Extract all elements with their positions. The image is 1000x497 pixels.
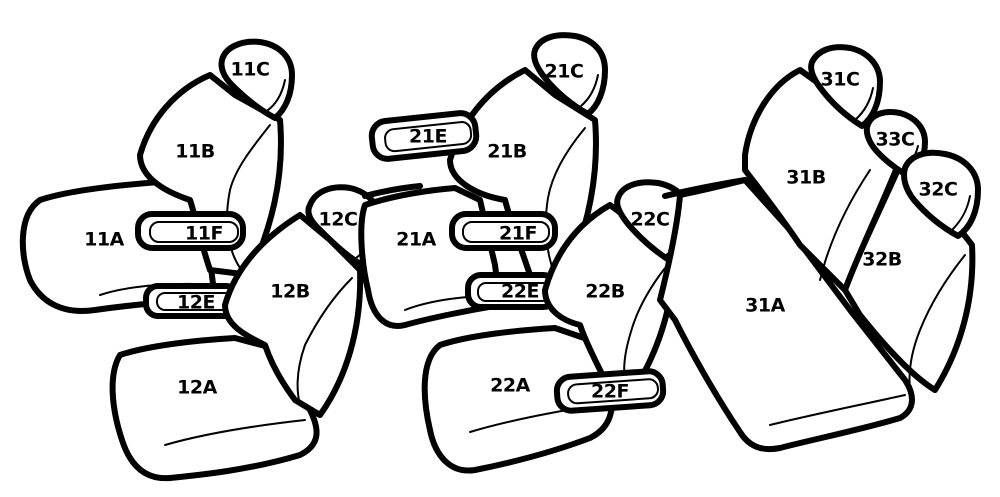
label-12e: 12E	[177, 292, 215, 314]
armrest-22f[interactable]	[553, 368, 667, 414]
cushion-12a-seam	[164, 419, 306, 446]
armrest-22f-seam	[567, 378, 659, 405]
label-12b: 12B	[270, 281, 309, 303]
seat-21: 21C 21E 21B 21A 21F 22E	[358, 32, 608, 329]
armrest-11f-seam	[149, 221, 239, 243]
label-11a: 11A	[84, 229, 124, 251]
label-21b: 21B	[487, 141, 526, 163]
backrest-21b-seam	[544, 127, 586, 276]
seat-3x-bench: 31C 33C 31B 32C 32B 31A	[657, 44, 981, 453]
headrest-31c-seam	[854, 87, 874, 121]
label-11f: 11F	[185, 223, 223, 245]
label-21e: 21E	[409, 126, 447, 148]
backrest-32b-seam	[908, 254, 966, 391]
label-12c: 12C	[319, 209, 358, 231]
cushion-22a[interactable]	[421, 325, 615, 474]
connector-line-group1-group2	[362, 183, 423, 199]
label-32c: 32C	[919, 179, 958, 201]
label-22f: 22F	[591, 381, 629, 403]
headrest-32c-seam	[951, 195, 971, 231]
headrest-21c[interactable]	[531, 32, 608, 117]
seat-11: 11C 11B 11A 11F 12E	[19, 38, 295, 319]
label-21c: 21C	[545, 61, 584, 83]
label-22e: 22E	[501, 281, 539, 303]
seat-12: 12C 12B 12A	[109, 184, 383, 482]
label-12a: 12A	[177, 377, 217, 399]
headrest-31c[interactable]	[808, 44, 883, 129]
label-21a: 21A	[396, 229, 436, 251]
label-22b: 22B	[585, 281, 624, 303]
armrest-21e-seam	[384, 121, 473, 153]
connector-line-group2-group3	[662, 177, 748, 199]
label-22a: 22A	[490, 375, 530, 397]
armrest-21f-seam	[462, 221, 550, 243]
cushion-31a-seam	[769, 394, 906, 426]
backrest-12b-seam	[296, 277, 353, 406]
backrest-12b[interactable]	[222, 212, 364, 418]
label-33c: 33C	[876, 129, 915, 151]
cushion-12a[interactable]	[109, 335, 320, 482]
label-11b: 11B	[175, 141, 214, 163]
backrest-22b-seam	[623, 267, 666, 381]
cushion-31a[interactable]	[657, 177, 915, 453]
backrest-22b[interactable]	[542, 202, 678, 383]
label-22c: 22C	[631, 209, 670, 231]
headrest-21c-seam	[580, 74, 599, 107]
backrest-31b-seam	[819, 169, 871, 281]
label-32b: 32B	[862, 249, 901, 271]
headrest-11c[interactable]	[218, 38, 295, 121]
label-31c: 31C	[821, 69, 860, 91]
label-31b: 31B	[786, 167, 825, 189]
headrest-32c[interactable]	[901, 149, 981, 239]
headrest-11c-seam	[267, 79, 286, 111]
label-31a: 31A	[745, 295, 785, 317]
armrest-21e[interactable]	[368, 110, 480, 162]
label-11c: 11C	[231, 59, 270, 81]
label-21f: 21F	[499, 223, 537, 245]
